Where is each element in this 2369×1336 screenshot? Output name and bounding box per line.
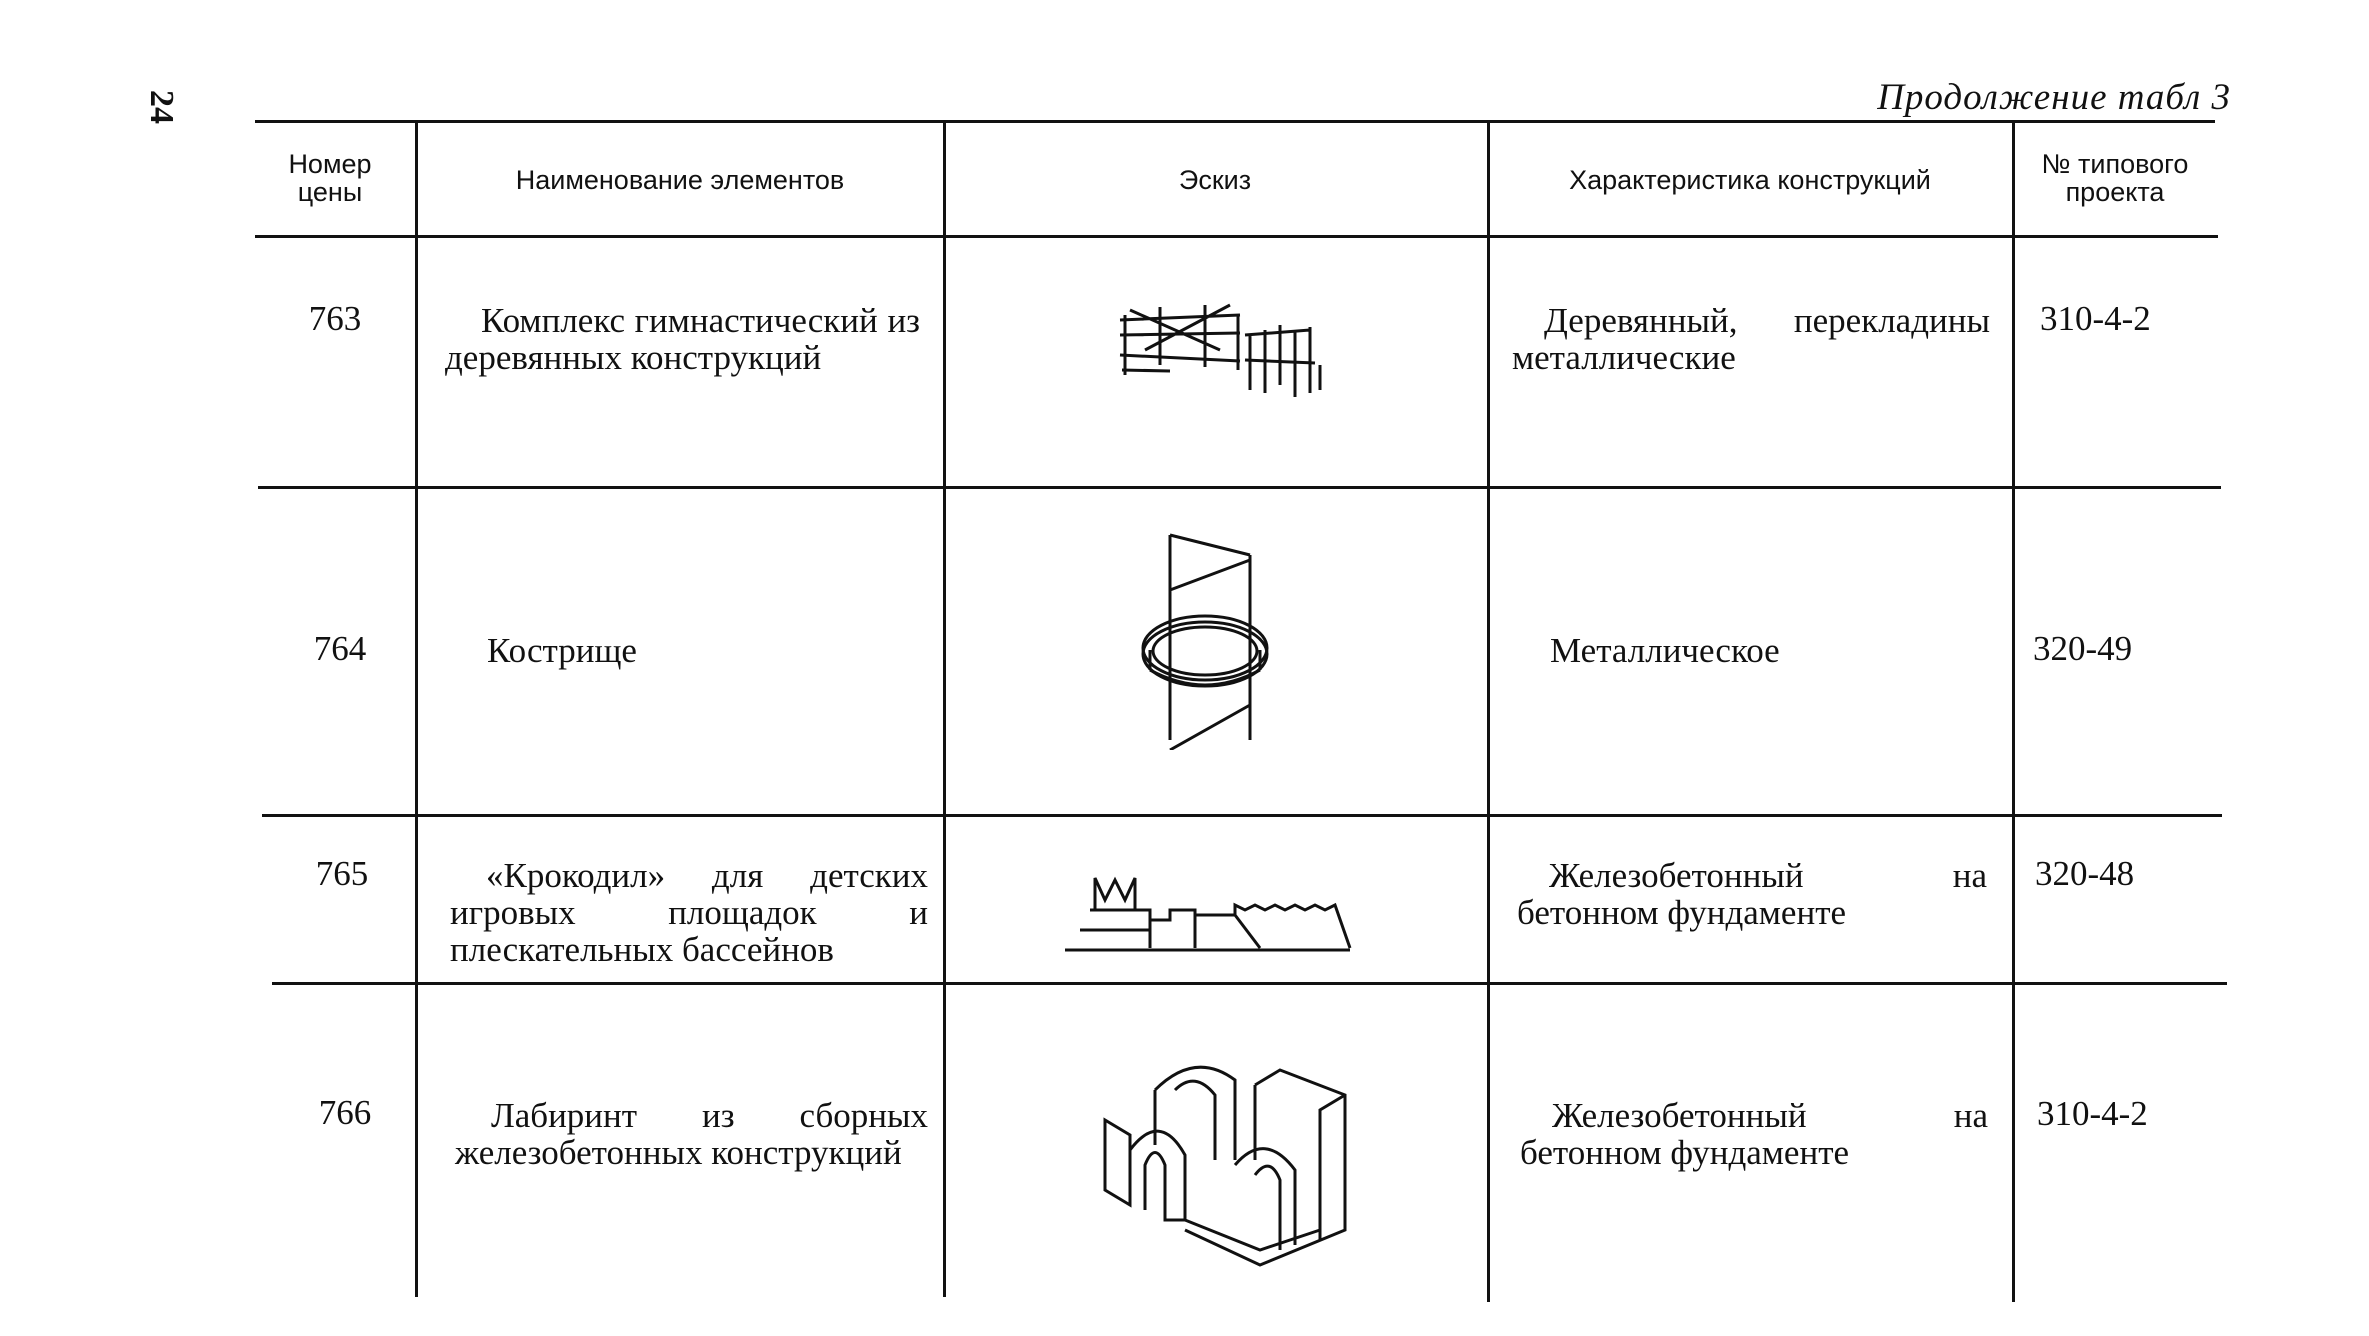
row-name: Лабиринт из сборных железобетонных конст… [455, 1096, 928, 1172]
header-characteristic: Характеристика конструкций [1569, 165, 1931, 195]
header-name: Наименование элементов [515, 165, 845, 195]
row-project: 320-48 [2035, 854, 2135, 893]
crocodile-sketch-icon [1060, 870, 1360, 960]
row-project: 310-4-2 [2040, 299, 2151, 338]
campfire-ring-sketch-icon [1130, 530, 1280, 750]
row-divider [272, 982, 2227, 985]
header-number: Номер цены [288, 149, 372, 207]
row-characteristic: Железобетонный на бетонном фундаменте [1520, 1096, 1988, 1172]
table-top-rule [255, 120, 2215, 123]
row-characteristic: Железобетонный на бетонном фундаменте [1517, 856, 1987, 932]
labyrinth-sketch-icon [1095, 1040, 1375, 1270]
row-divider [262, 814, 2222, 817]
row-characteristic: Деревянный, перекладины металлические [1512, 301, 1990, 377]
row-number: 765 [315, 854, 369, 893]
column-divider [2012, 122, 2015, 1302]
column-divider [415, 122, 418, 1297]
page-number: 24 [143, 90, 180, 124]
row-number: 764 [313, 629, 367, 668]
row-project: 310-4-2 [2037, 1094, 2148, 1133]
gymnastic-complex-sketch-icon [1110, 275, 1340, 405]
header-sketch: Эскиз [1178, 165, 1252, 195]
row-project: 320-49 [2033, 629, 2133, 668]
row-number: 766 [318, 1093, 372, 1132]
header-bottom-rule [255, 235, 2218, 238]
row-name: Комплекс гимнастический из деревянных ко… [445, 301, 920, 377]
row-divider [258, 486, 2221, 489]
row-name: «Крокодил» для детских игровых площадок … [450, 856, 928, 969]
table-continuation-caption: Продолжение табл 3 [1877, 77, 2231, 118]
row-name: Кострище [487, 631, 637, 670]
column-divider [943, 122, 946, 1297]
row-number: 763 [308, 299, 362, 338]
row-characteristic: Металлическое [1550, 631, 1780, 670]
column-divider [1487, 122, 1490, 1302]
header-project: № типового проекта [2041, 149, 2189, 207]
